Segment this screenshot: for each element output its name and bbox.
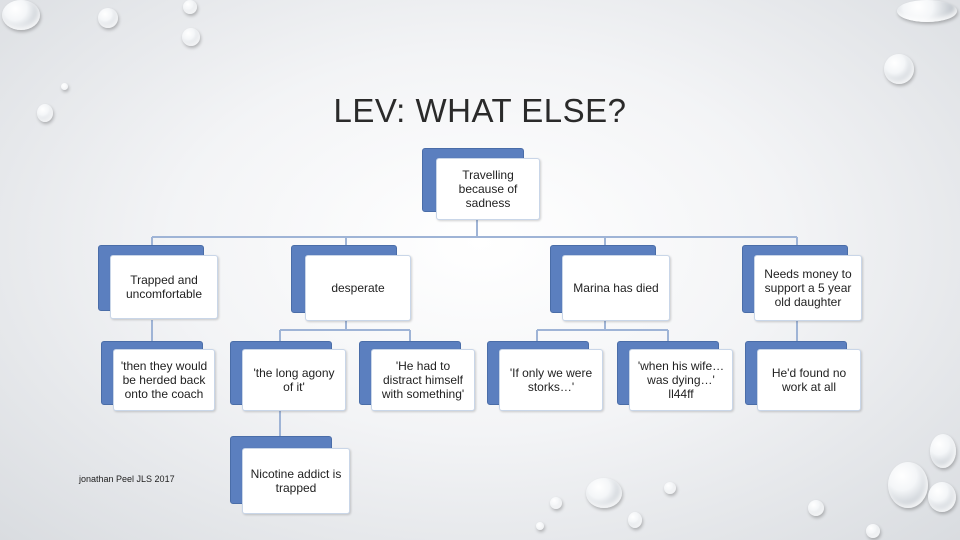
node-marina: Marina has died (550, 245, 674, 325)
water-drop-decoration (586, 478, 622, 508)
node-herded-label: 'then they would be herded back onto the… (113, 349, 215, 411)
node-desperate-label: desperate (305, 255, 411, 321)
node-nowork-label: He'd found no work at all (757, 349, 861, 411)
water-drop-decoration (98, 8, 118, 28)
water-drop-decoration (2, 0, 40, 30)
water-drop-decoration (550, 497, 562, 509)
water-drop-decoration (930, 434, 956, 468)
node-marina-label: Marina has died (562, 255, 670, 321)
water-drop-decoration (928, 482, 956, 512)
author-credit: jonathan Peel JLS 2017 (79, 474, 175, 484)
node-agony-label: 'the long agony of it' (242, 349, 346, 411)
node-distract: 'He had to distract himself with somethi… (359, 341, 477, 415)
node-nowork: He'd found no work at all (745, 341, 863, 415)
water-drop-decoration (888, 462, 928, 508)
node-money: Needs money to support a 5 year old daug… (742, 245, 866, 325)
node-trapped: Trapped and uncomfortable (98, 245, 222, 323)
water-drop-decoration (664, 482, 676, 494)
node-wife-label: 'when his wife… was dying…' ll44ff (629, 349, 733, 411)
water-drop-decoration (884, 54, 914, 84)
water-drop-decoration (182, 28, 200, 46)
water-drop-decoration (808, 500, 824, 516)
water-drop-decoration (628, 512, 642, 528)
water-drop-decoration (37, 104, 53, 122)
water-drop-decoration (61, 83, 68, 90)
node-herded: 'then they would be herded back onto the… (101, 341, 219, 415)
node-nicotine: Nicotine addict is trapped (230, 436, 354, 518)
node-root-label: Travelling because of sadness (436, 158, 540, 220)
water-drop-decoration (897, 0, 957, 22)
node-storks-label: 'If only we were storks…' (499, 349, 603, 411)
water-drop-decoration (866, 524, 880, 538)
node-money-label: Needs money to support a 5 year old daug… (754, 255, 862, 321)
node-nicotine-label: Nicotine addict is trapped (242, 448, 350, 514)
node-desperate: desperate (291, 245, 415, 325)
water-drop-decoration (183, 0, 197, 14)
slide-title: LEV: WHAT ELSE? (333, 92, 627, 129)
node-root: Travelling because of sadness (422, 148, 540, 222)
node-trapped-label: Trapped and uncomfortable (110, 255, 218, 319)
node-agony: 'the long agony of it' (230, 341, 348, 415)
water-drop-decoration (536, 522, 544, 530)
node-storks: 'If only we were storks…' (487, 341, 605, 415)
node-distract-label: 'He had to distract himself with somethi… (371, 349, 475, 411)
node-wife: 'when his wife… was dying…' ll44ff (617, 341, 735, 415)
